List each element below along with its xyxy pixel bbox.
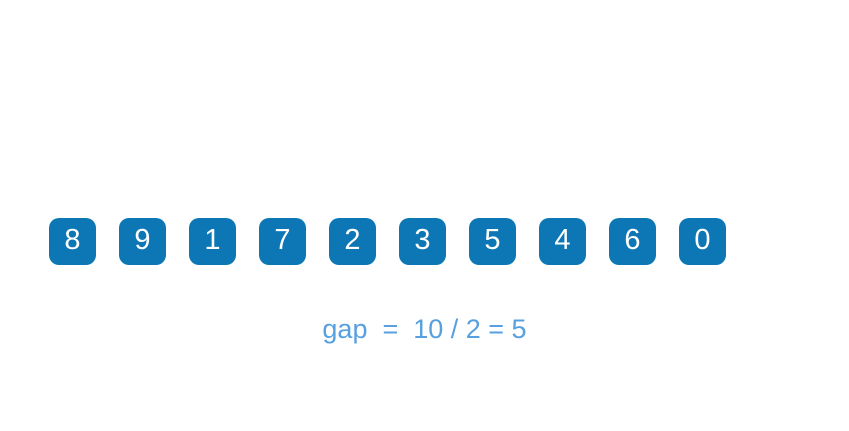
array-box: 7 xyxy=(259,218,306,265)
array-box: 1 xyxy=(189,218,236,265)
array-box: 2 xyxy=(329,218,376,265)
array-box: 8 xyxy=(49,218,96,265)
array-box: 5 xyxy=(469,218,516,265)
array-box: 0 xyxy=(679,218,726,265)
array-box: 9 xyxy=(119,218,166,265)
array-box: 4 xyxy=(539,218,586,265)
gap-formula-label: gap = 10 / 2 = 5 xyxy=(322,314,527,344)
array-row: 8 9 1 7 2 3 5 4 6 0 xyxy=(49,218,726,265)
array-box: 3 xyxy=(399,218,446,265)
array-box: 6 xyxy=(609,218,656,265)
